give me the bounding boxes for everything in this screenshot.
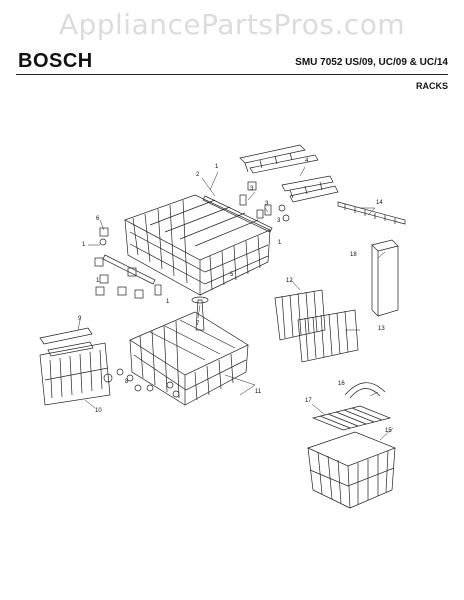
callout-14: 14	[376, 200, 383, 206]
callout-3: 3	[277, 218, 281, 224]
tine-insert-9-10	[39, 327, 111, 406]
callout-1: 1	[278, 240, 282, 246]
tine-row-13	[297, 309, 359, 363]
callout-9: 9	[78, 316, 82, 322]
model-number: SMU 7052 US/09, UC/09 & UC/14	[295, 57, 448, 68]
callout-12: 12	[286, 278, 293, 284]
cup-shelf-4	[239, 144, 339, 203]
callout-3: 3	[250, 186, 254, 192]
callout-13: 13	[378, 326, 385, 332]
spray-tube-7	[191, 296, 209, 331]
callout-4: 4	[305, 158, 309, 164]
callout-8: 8	[125, 379, 129, 385]
callout-2: 2	[196, 172, 200, 178]
lower-rack-11	[129, 311, 249, 406]
callout-6: 6	[96, 216, 100, 222]
basket-handle-16	[344, 382, 386, 399]
callout-3: 3	[265, 201, 269, 207]
callout-5: 5	[230, 272, 234, 278]
upper-rack-5	[124, 194, 271, 296]
header-rule	[16, 74, 448, 75]
watermark: AppliancePartsPros.com	[58, 8, 406, 41]
box-18	[371, 239, 399, 317]
cutlery-basket-15	[307, 431, 396, 509]
clips-3	[239, 181, 290, 222]
left-parts	[94, 227, 162, 299]
rail-2	[202, 195, 273, 233]
basket-lid-17	[311, 405, 392, 431]
callout-1: 1	[96, 278, 100, 284]
wheels-8	[103, 368, 180, 398]
callout-15: 15	[385, 428, 392, 434]
callout-17: 17	[305, 398, 312, 404]
callout-11: 11	[255, 389, 262, 395]
section-title: RACKS	[415, 81, 448, 91]
tine-row-12	[274, 289, 326, 341]
tine-strip-14	[337, 201, 406, 225]
callout-7: 7	[196, 321, 200, 327]
callout-18: 18	[350, 252, 357, 258]
callout-1: 1	[82, 242, 86, 248]
callout-1: 1	[215, 164, 219, 170]
callout-10: 10	[95, 408, 102, 414]
callout-1: 1	[166, 299, 170, 305]
brand-logo: BOSCH	[18, 50, 93, 72]
callout-16: 16	[338, 381, 345, 387]
